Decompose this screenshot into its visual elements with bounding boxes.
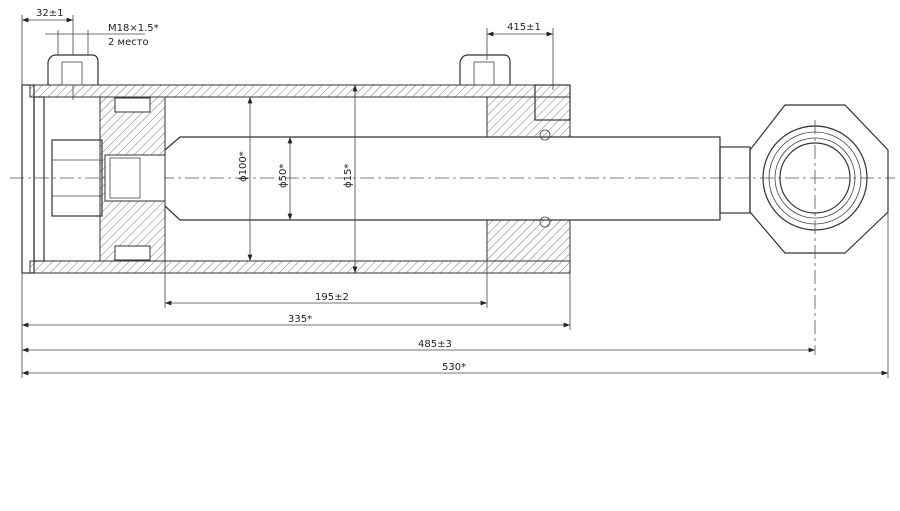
port-count-label: 2 место xyxy=(108,37,149,48)
dim-tube-length: 335* xyxy=(22,314,570,328)
dim-port-offset: 32±1 xyxy=(21,8,74,85)
rod-eye xyxy=(749,104,889,355)
dim-stroke: 195±2 xyxy=(165,292,487,306)
port-head xyxy=(459,54,511,86)
head-port-offset-label: 415±1 xyxy=(507,22,541,33)
port-cap xyxy=(47,54,99,100)
bore-diameter-label: ϕ100* xyxy=(238,151,249,182)
dim-head-port: 415±1 xyxy=(486,22,554,90)
dim-bore: ϕ100* xyxy=(238,97,253,261)
piston xyxy=(99,96,166,262)
port-thread-label: M18×1.5* xyxy=(108,23,159,34)
pin-center-label: 485±3 xyxy=(418,339,452,350)
piston-nut xyxy=(51,139,141,217)
dim-rod: ϕ50* xyxy=(278,137,293,220)
dim-overall: 530* xyxy=(22,362,888,376)
piston-rod xyxy=(164,136,751,221)
tube-length-label: 335* xyxy=(288,314,312,325)
tube-diameter-label: ϕ15* xyxy=(343,164,354,188)
dim-port-thread: M18×1.5* 2 место xyxy=(45,23,159,55)
stroke-label: 195±2 xyxy=(315,292,349,303)
overall-length-label: 530* xyxy=(442,362,466,373)
port-offset-label: 32±1 xyxy=(36,8,63,19)
rod-diameter-label: ϕ50* xyxy=(278,164,289,188)
dim-tube: ϕ15* xyxy=(343,85,358,273)
dim-pin-center: 485±3 xyxy=(22,339,815,353)
cylinder-head xyxy=(486,84,571,262)
